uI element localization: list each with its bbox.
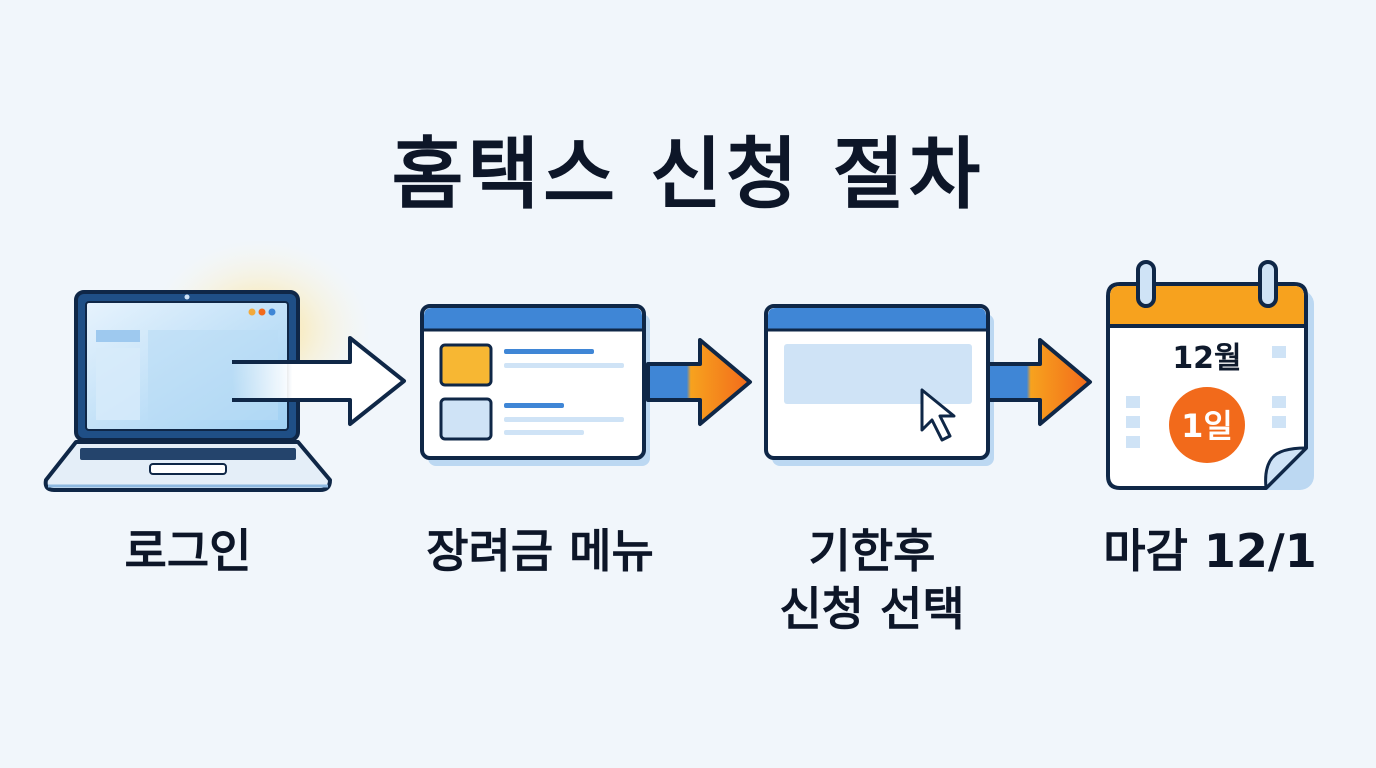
arrow-3: [986, 338, 1092, 426]
menu-window-icon: [420, 304, 650, 466]
step-label-select: 기한후 신청 선택: [779, 524, 965, 636]
step-label-deadline: 마감 12/1: [1103, 524, 1317, 578]
arrow-2: [646, 338, 752, 426]
step-label-login: 로그인: [124, 524, 252, 578]
calendar-day: 1일: [1181, 407, 1233, 445]
calendar-month: 12월: [1172, 341, 1241, 376]
select-window-icon: [764, 304, 994, 466]
arrow-1: [232, 336, 406, 426]
calendar-icon: 12월 1일: [1106, 260, 1314, 490]
cursor-icon: [920, 388, 956, 442]
step-label-menu: 장려금 메뉴: [426, 524, 654, 578]
page-title: 홈택스 신청 절차: [391, 130, 985, 220]
